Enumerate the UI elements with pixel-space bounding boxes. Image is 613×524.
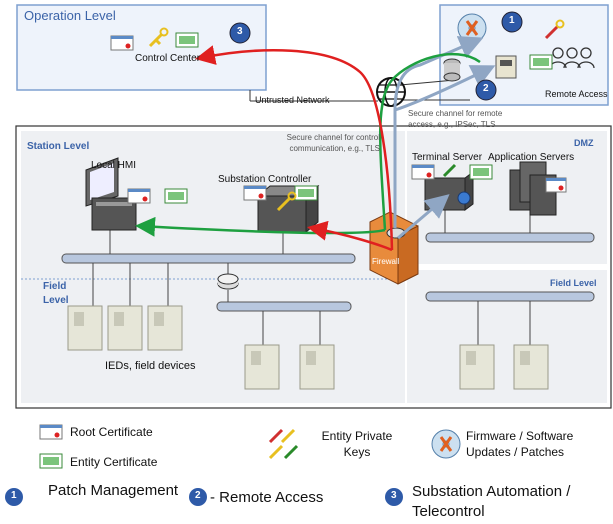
root-certificate-icon	[110, 35, 134, 51]
green-hmi-arrow	[135, 216, 386, 237]
root-certificate-icon	[411, 164, 435, 180]
root-certificate-icon	[545, 177, 567, 193]
badge-1	[501, 11, 523, 33]
remote-access-label: Remote Access	[545, 89, 608, 99]
legend-num-2: 2	[195, 490, 201, 501]
router-icon	[217, 273, 239, 290]
legend-private-keys: Entity Private Keys	[321, 429, 393, 459]
substation-controller-label: Substation Controller	[218, 174, 312, 185]
legend-badge-3	[385, 488, 403, 506]
globe-small-icon	[457, 191, 471, 205]
red-control-center-arrow	[195, 45, 394, 251]
firewall-label: Firewall	[372, 257, 400, 266]
ieds-label: IEDs, field devices	[105, 360, 196, 372]
operation-level-box	[16, 4, 267, 91]
legend-root-certificate: Root Certificate	[70, 425, 153, 439]
application-servers-label: Application Servers	[488, 152, 575, 163]
key-icon	[544, 19, 565, 40]
badge-2	[475, 79, 497, 101]
badge-num-3: 3	[237, 26, 243, 37]
firmware-legend-icon	[431, 429, 461, 459]
entity-certificate-icon	[294, 185, 318, 201]
field-level-right-title: Field Level	[550, 278, 597, 288]
firmware-disc-icon	[457, 13, 487, 43]
green-channel-path	[378, 53, 481, 231]
field-level-left-title: Field Level	[43, 281, 69, 306]
field-level-right-box	[407, 270, 607, 403]
ied-device	[147, 305, 183, 351]
ied-device	[244, 344, 280, 390]
untrusted-network-label: Untrusted Network	[255, 95, 330, 105]
legend-patch-management: Patch Management	[48, 482, 179, 499]
ied-device	[107, 305, 143, 351]
entity-certificate-icon	[469, 164, 493, 180]
legend-firmware: Firmware / Software Updates / Patches	[466, 429, 574, 459]
legend-num-1: 1	[11, 490, 17, 501]
legend-num-3: 3	[391, 490, 397, 501]
local-hmi-label: Local HMI	[91, 160, 137, 171]
control-center-label: Control Center	[135, 53, 201, 64]
entity-certificate-icon	[529, 54, 553, 70]
badge-num-1: 1	[509, 15, 515, 26]
secure-control-label: Secure channel for control communication…	[286, 133, 380, 153]
key-icon	[148, 27, 169, 48]
root-certificate-icon	[39, 424, 63, 440]
secure-remote-label: Secure channel for remote access, e.g., …	[408, 109, 503, 129]
legend-substation-automation: Substation Automation / Telecontrol	[412, 483, 571, 520]
station-level-title: Station Level	[27, 141, 90, 152]
legend-badge-1	[5, 488, 23, 506]
grey-dmz-arrow	[397, 194, 450, 240]
key-icon	[442, 163, 457, 178]
ied-device	[67, 305, 103, 351]
ied-device	[459, 344, 495, 390]
root-certificate-icon	[127, 188, 151, 204]
users-icon	[549, 47, 595, 69]
remote-laptop	[495, 55, 517, 79]
legend-entity-certificate: Entity Certificate	[70, 455, 158, 469]
badge-num-2: 2	[483, 83, 489, 94]
entity-certificate-icon	[39, 453, 63, 469]
legend-remote-access: - Remote Access	[210, 489, 324, 506]
red-controller-arrow	[307, 220, 393, 252]
badge-3	[229, 22, 251, 44]
root-certificate-icon	[243, 185, 267, 201]
keys-legend-icon	[268, 428, 299, 460]
entity-certificate-icon	[164, 188, 188, 204]
remote-disk	[443, 58, 461, 82]
terminal-server-label: Terminal Server	[412, 152, 483, 163]
local-hmi-computer	[85, 157, 137, 231]
ied-device	[513, 344, 549, 390]
key-icon	[276, 191, 297, 212]
legend-badge-2	[189, 488, 207, 506]
entity-certificate-icon	[175, 32, 199, 48]
ied-device	[299, 344, 335, 390]
dmz-title: DMZ	[574, 138, 594, 148]
operation-level-title: Operation Level	[24, 8, 116, 23]
